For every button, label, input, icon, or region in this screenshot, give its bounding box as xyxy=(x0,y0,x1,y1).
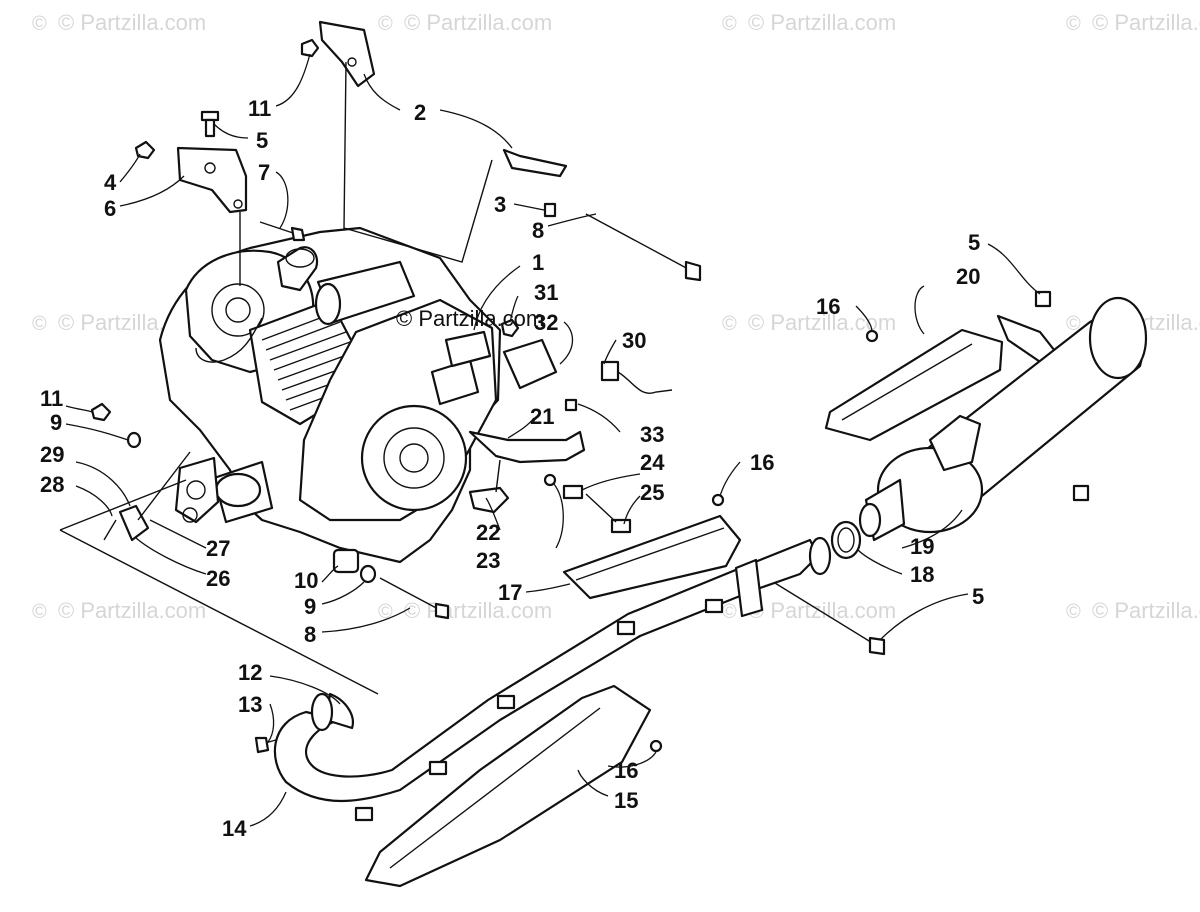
leader-lines xyxy=(65,53,1041,827)
callout-14: 14 xyxy=(222,816,247,841)
callout-10: 10 xyxy=(294,568,318,593)
watermark: © © Partzilla.com xyxy=(1066,10,1200,35)
callout-22: 22 xyxy=(476,520,500,545)
engine-mount-bracket-top xyxy=(318,20,376,88)
callout-31: 31 xyxy=(534,280,558,305)
svg-text:© Partzilla.com: © Partzilla.com xyxy=(1092,598,1200,623)
svg-text:©: © xyxy=(1066,313,1081,335)
watermark: © © Partzilla.com xyxy=(722,598,896,623)
callout-26: 26 xyxy=(206,566,230,591)
callout-16: 16 xyxy=(816,294,840,319)
callout-16: 16 xyxy=(750,450,774,475)
watermark: © © Partzilla.com xyxy=(1066,598,1200,623)
watermark: ©© Partzilla.com xyxy=(722,310,896,335)
svg-text:© Partzilla.com: © Partzilla.com xyxy=(748,10,896,35)
callout-8: 8 xyxy=(304,622,316,647)
hardware-bolts xyxy=(90,38,1090,754)
watermark: © © Partzilla.com xyxy=(378,10,552,35)
svg-text:© Partzilla.com: © Partzilla.com xyxy=(404,598,552,623)
callout-11: 11 xyxy=(40,386,63,411)
callout-28: 28 xyxy=(40,472,64,497)
callout-23: 23 xyxy=(476,548,500,573)
svg-text:© Partzilla.com: © Partzilla.com xyxy=(396,306,544,331)
callout-18: 18 xyxy=(910,562,934,587)
watermark: © © Partzilla.com xyxy=(32,598,206,623)
svg-text:© Partzilla.com: © Partzilla.com xyxy=(58,10,206,35)
callout-3: 3 xyxy=(494,192,506,217)
oxygen-sensor xyxy=(103,451,191,542)
callout-9: 9 xyxy=(304,594,316,619)
callout-1: 1 xyxy=(532,250,544,275)
callout-17: 17 xyxy=(498,580,522,605)
svg-text:©: © xyxy=(378,13,393,35)
callout-7: 7 xyxy=(258,160,270,185)
svg-text:© Partzilla.com: © Partzilla.com xyxy=(404,10,552,35)
svg-text:©: © xyxy=(722,13,737,35)
callout-8: 8 xyxy=(532,218,544,243)
svg-text:© Partzilla.com: © Partzilla.com xyxy=(58,598,206,623)
sensor-assembly xyxy=(502,338,673,394)
callout-21: 21 xyxy=(530,404,554,429)
callout-2: 2 xyxy=(414,100,426,125)
svg-text:©: © xyxy=(32,601,47,623)
callout-25: 25 xyxy=(640,480,664,505)
shift-linkage xyxy=(468,430,632,534)
exhaust-pipe-assembly xyxy=(273,514,832,888)
callout-11: 11 xyxy=(248,96,271,121)
muffler-assembly xyxy=(824,296,1148,560)
callout-5: 5 xyxy=(968,230,980,255)
svg-text:© Partzilla.com: © Partzilla.com xyxy=(1092,10,1200,35)
callout-19: 19 xyxy=(910,534,934,559)
watermark: © © Partzilla.com xyxy=(722,10,896,35)
svg-text:©: © xyxy=(32,313,47,335)
callout-9: 9 xyxy=(50,410,62,435)
engine-mount-bracket-rear xyxy=(502,148,568,178)
engine-assembly xyxy=(158,226,502,564)
callout-15: 15 xyxy=(614,788,638,813)
svg-text:©: © xyxy=(378,601,393,623)
callout-5: 5 xyxy=(256,128,268,153)
center-watermark: © Partzilla.com xyxy=(396,306,544,331)
svg-text:© Partzilla.com: © Partzilla.com xyxy=(748,598,896,623)
callout-24: 24 xyxy=(640,450,665,475)
callout-4: 4 xyxy=(104,170,117,195)
callout-29: 29 xyxy=(40,442,64,467)
engine-mount-bracket-left xyxy=(176,146,248,214)
callout-5: 5 xyxy=(972,584,984,609)
callout-32: 32 xyxy=(534,310,558,335)
callout-12: 12 xyxy=(238,660,262,685)
svg-text:©: © xyxy=(722,601,737,623)
watermark: © © Partzilla.com xyxy=(378,598,552,623)
watermark: © © Partzilla.com xyxy=(32,10,206,35)
callout-13: 13 xyxy=(238,692,262,717)
callout-16: 16 xyxy=(614,758,638,783)
svg-text:©: © xyxy=(32,13,47,35)
callout-33: 33 xyxy=(640,422,664,447)
callout-30: 30 xyxy=(622,328,646,353)
svg-text:©: © xyxy=(722,313,737,335)
callout-20: 20 xyxy=(956,264,980,289)
svg-text:©: © xyxy=(1066,601,1081,623)
svg-text:©: © xyxy=(1066,13,1081,35)
callout-6: 6 xyxy=(104,196,116,221)
callout-labels: 11 2 5 4 7 6 3 8 1 31 32 30 5 20 16 11 9… xyxy=(40,96,984,841)
callout-27: 27 xyxy=(206,536,230,561)
